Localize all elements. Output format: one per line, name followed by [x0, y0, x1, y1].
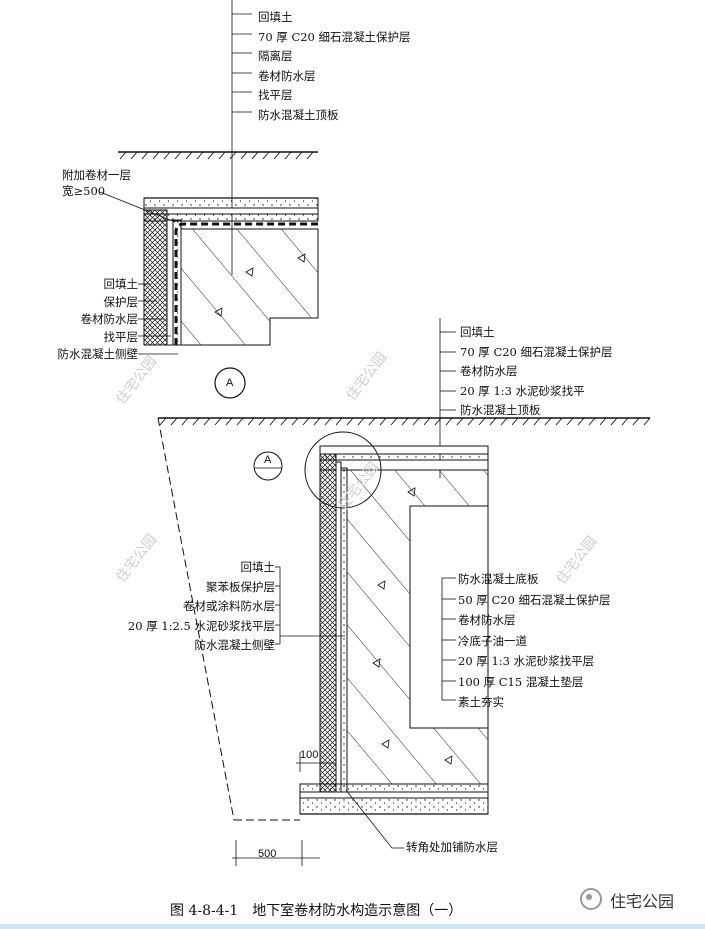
wall-membrane: [166, 219, 174, 346]
layer-label: 50 厚 C20 细石混凝土保护层: [458, 592, 611, 607]
base-blinding-layer: [299, 797, 489, 815]
layer-label: 防水混凝土侧壁: [194, 638, 276, 652]
layer-label: 卷材防水层: [460, 364, 518, 378]
layer-label: 20 厚 1:3 水泥砂浆找平: [460, 383, 585, 398]
layer-label: 70 厚 C20 细石混凝土保护层: [460, 344, 613, 359]
corner-note: 转角处加铺防水层: [406, 840, 498, 854]
layer-label: 找平层: [258, 88, 293, 102]
layer-label: 回填土: [460, 325, 495, 339]
roof-membrane: [319, 453, 489, 461]
separation-layer: [143, 207, 319, 215]
wall-screed: [172, 219, 182, 346]
aggregate-mark: [381, 739, 390, 749]
aggregate-mark: [377, 580, 386, 590]
dimension-500: 500: [258, 848, 277, 860]
extra-membrane-width: 宽≥500: [62, 184, 106, 198]
detail-a-tag: A: [226, 377, 234, 389]
layer-label: 防水混凝土侧壁: [57, 347, 139, 361]
extra-membrane: [174, 222, 318, 345]
brand-mark: 住宅公园: [580, 888, 674, 912]
layer-label: 卷材防水层: [458, 613, 516, 627]
layer-label: 回填土: [240, 560, 276, 574]
main-detail-tag: A: [264, 454, 272, 466]
layer-label: 回填土: [258, 10, 293, 24]
leader-line: [345, 789, 404, 849]
layer-label: 回填土: [103, 277, 139, 291]
aggregate-mark: [245, 267, 254, 277]
chat-bubble-icon: [580, 888, 602, 910]
main-tag-circle: [253, 451, 283, 481]
layer-label: 防水混凝土顶板: [460, 403, 541, 417]
layer-label: 冷底子油一道: [458, 633, 527, 648]
aggregate-mark: [372, 658, 381, 668]
wall-screed-main: [340, 467, 348, 795]
layer-label: 隔离层: [258, 49, 293, 63]
figure-caption: 图 4-8-4-1 地下室卷材防水构造示意图（一）: [170, 900, 462, 920]
basement-interior: [409, 505, 489, 729]
layer-label: 70 厚 C20 细石混凝土保护层: [258, 29, 411, 44]
detail-callout-circle: [304, 431, 382, 509]
aggregate-mark: [297, 253, 306, 263]
layer-label: 卷材防水层: [258, 68, 316, 83]
excavation-slope: [157, 417, 235, 821]
layer-label: 防水混凝土顶板: [258, 107, 339, 122]
aggregate-mark: [407, 487, 416, 497]
bottom-band: [0, 924, 705, 929]
roof-slab-concrete: [180, 228, 319, 346]
layer-label: 20 厚 1:2.5 水泥砂浆找平层: [127, 618, 275, 633]
aggregate-mark: [214, 307, 223, 317]
layer-label: 素土夯实: [458, 695, 504, 709]
layer-label: 防水混凝土底板: [458, 572, 539, 586]
layer-label: 100 厚 C15 混凝土垫层: [458, 674, 584, 689]
protective-layer-top: [143, 197, 319, 209]
layer-label: 聚苯板保护层: [206, 579, 275, 594]
figure-number: 图 4-8-4-1: [170, 903, 239, 919]
base-protection-layer: [299, 783, 489, 793]
dimension-100: 100: [300, 749, 319, 761]
layer-label: 找平层: [103, 329, 139, 344]
extra-membrane-note: 附加卷材一层: [62, 168, 131, 182]
leader-line: [99, 191, 176, 223]
soil-hatch: [159, 417, 651, 426]
layer-label: 卷材防水层: [80, 312, 139, 326]
layer-label: 20 厚 1:3 水泥砂浆找平层: [458, 654, 595, 668]
wall-membrane-main: [335, 461, 342, 795]
detail-a-circle: [214, 367, 246, 399]
roof-protection-layer: [319, 445, 489, 455]
layer-label: 卷材或涂料防水层: [183, 599, 275, 613]
wall-protection-layer: [143, 209, 168, 346]
base-membrane: [299, 791, 489, 799]
figure-title: 地下室卷材防水构造示意图（一）: [252, 903, 463, 919]
soil-hatch: [119, 151, 314, 160]
aggregate-mark: [444, 755, 453, 765]
layer-label: 保护层: [103, 294, 139, 309]
brand-name: 住宅公园: [610, 892, 675, 911]
